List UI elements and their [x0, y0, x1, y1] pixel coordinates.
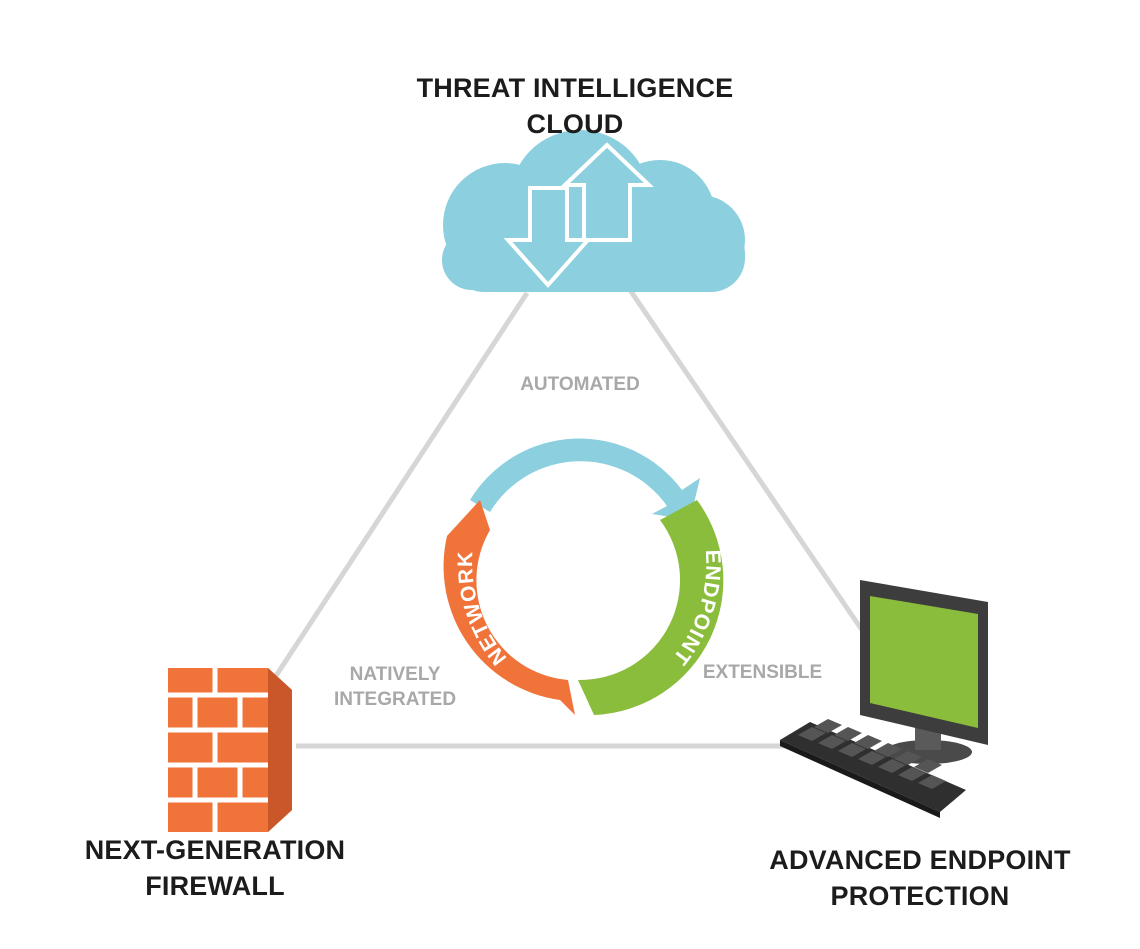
firewall-icon	[168, 668, 292, 832]
firewall-title: NEXT-GENERATION FIREWALL	[60, 832, 370, 904]
download-arrow-icon	[503, 186, 593, 289]
edge-label-extensible: EXTENSIBLE	[675, 660, 850, 685]
cycle-label-cloud: CLOUD	[541, 414, 628, 442]
endpoint-title-line1: ADVANCED ENDPOINT	[769, 845, 1071, 875]
edge-label-automated-text: AUTOMATED	[520, 374, 640, 395]
edge-label-integrated: INTEGRATED	[333, 689, 457, 710]
cloud-title-line1: THREAT INTELLIGENCE	[416, 73, 734, 103]
edge-label-extensible-text: EXTENSIBLE	[702, 662, 823, 683]
firewall-title-line2: FIREWALL	[145, 871, 285, 901]
edge-label-natively-integrated: NATIVELY INTEGRATED	[300, 662, 490, 712]
firewall-title-line1: NEXT-GENERATION	[84, 835, 346, 865]
monitor-icon	[860, 580, 988, 764]
connector-cloud-endpoint	[627, 288, 865, 632]
keyboard-icon	[780, 719, 966, 818]
cloud-title: THREAT INTELLIGENCE CLOUD	[395, 70, 755, 142]
cycle-segment-network	[443, 500, 575, 715]
cycle-segment-endpoint	[578, 500, 724, 715]
connector-cloud-firewall	[265, 291, 530, 690]
cycle-label-network: NETWORK	[454, 551, 511, 670]
edge-label-automated: AUTOMATED	[480, 372, 680, 397]
cloud-icon	[442, 130, 745, 292]
upload-arrow-icon	[560, 142, 654, 242]
endpoint-title-line2: PROTECTION	[830, 881, 1010, 911]
cycle-segment-cloud	[470, 438, 700, 520]
connector-lines	[265, 288, 865, 749]
edge-label-natively: NATIVELY	[349, 664, 441, 685]
endpoint-title: ADVANCED ENDPOINT PROTECTION	[735, 842, 1105, 914]
cloud-title-line2: CLOUD	[526, 109, 624, 139]
